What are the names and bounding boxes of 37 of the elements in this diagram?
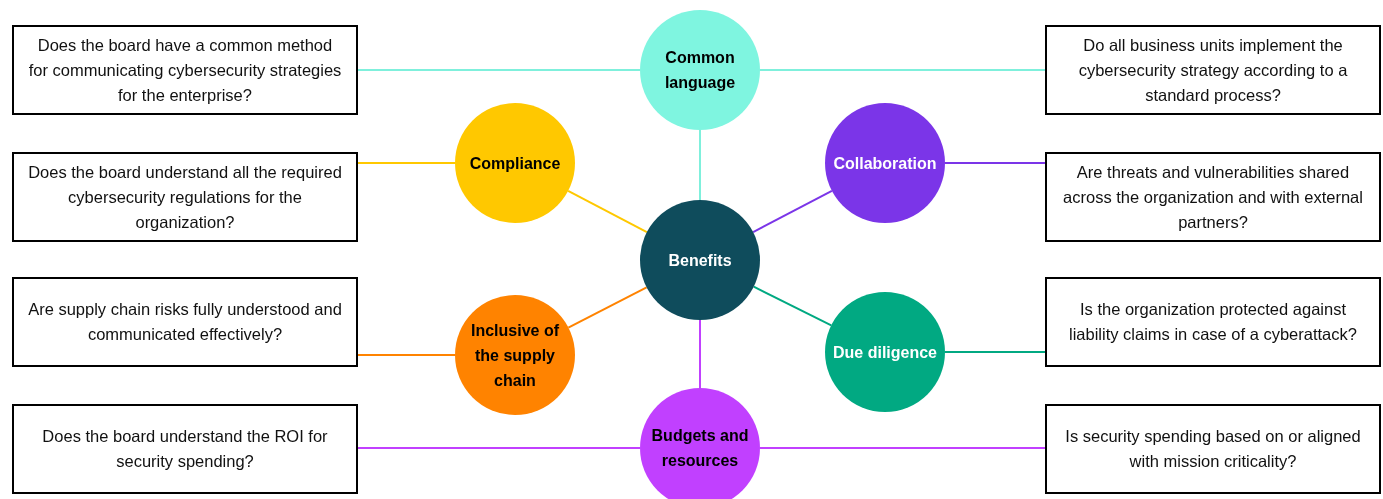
question-text: Are supply chain risks fully understood and communicated effectively? [27,299,343,345]
connector-line [357,69,641,71]
question-text: Is the organization protected against liability claims in case of a cyberattack? [1068,299,1358,345]
question-box [1045,25,1381,115]
topic-label: Collaboration [833,153,937,174]
connector-line [699,129,701,201]
question-box [12,152,358,242]
connector-line [699,319,701,389]
question-box [12,25,358,115]
question-box [1045,404,1381,494]
question-text: Does the board have a common method for communicating cybersecurity strategies for the enterprise? [27,34,343,106]
topic-label: Common language [663,48,737,93]
question-box [1045,277,1381,367]
question-box [12,404,358,494]
topic-label: Benefits [668,250,732,271]
question-text: Does the board understand the ROI for security spending? [41,426,329,472]
connector-line [752,189,833,234]
connector-line [357,447,641,449]
connector-line [357,354,456,356]
connector-line [944,351,1046,353]
question-text: Does the board understand all the required cybersecurity regulations for the organization? [27,161,343,233]
question-box [12,277,358,367]
topic-label: Inclusive of the supply chain [470,320,560,391]
connector-line [567,189,648,234]
connector-line [759,447,1046,449]
topic-label: Budgets and resources [650,426,750,471]
connector-line [567,286,648,329]
topic-label: Due diligence [833,342,937,363]
connector-line [759,69,1046,71]
question-text: Is security spending based on or aligned with mission criticality? [1064,426,1362,472]
question-box [1045,152,1381,242]
connector-line [944,162,1046,164]
question-text: Are threats and vulnerabilities shared across the organization and with external partners? [1062,161,1364,233]
connector-line [752,285,833,327]
question-text: Do all business units implement the cybersecurity strategy according to a standard process? [1077,34,1349,106]
connector-line [357,162,456,164]
topic-label: Compliance [469,153,561,174]
